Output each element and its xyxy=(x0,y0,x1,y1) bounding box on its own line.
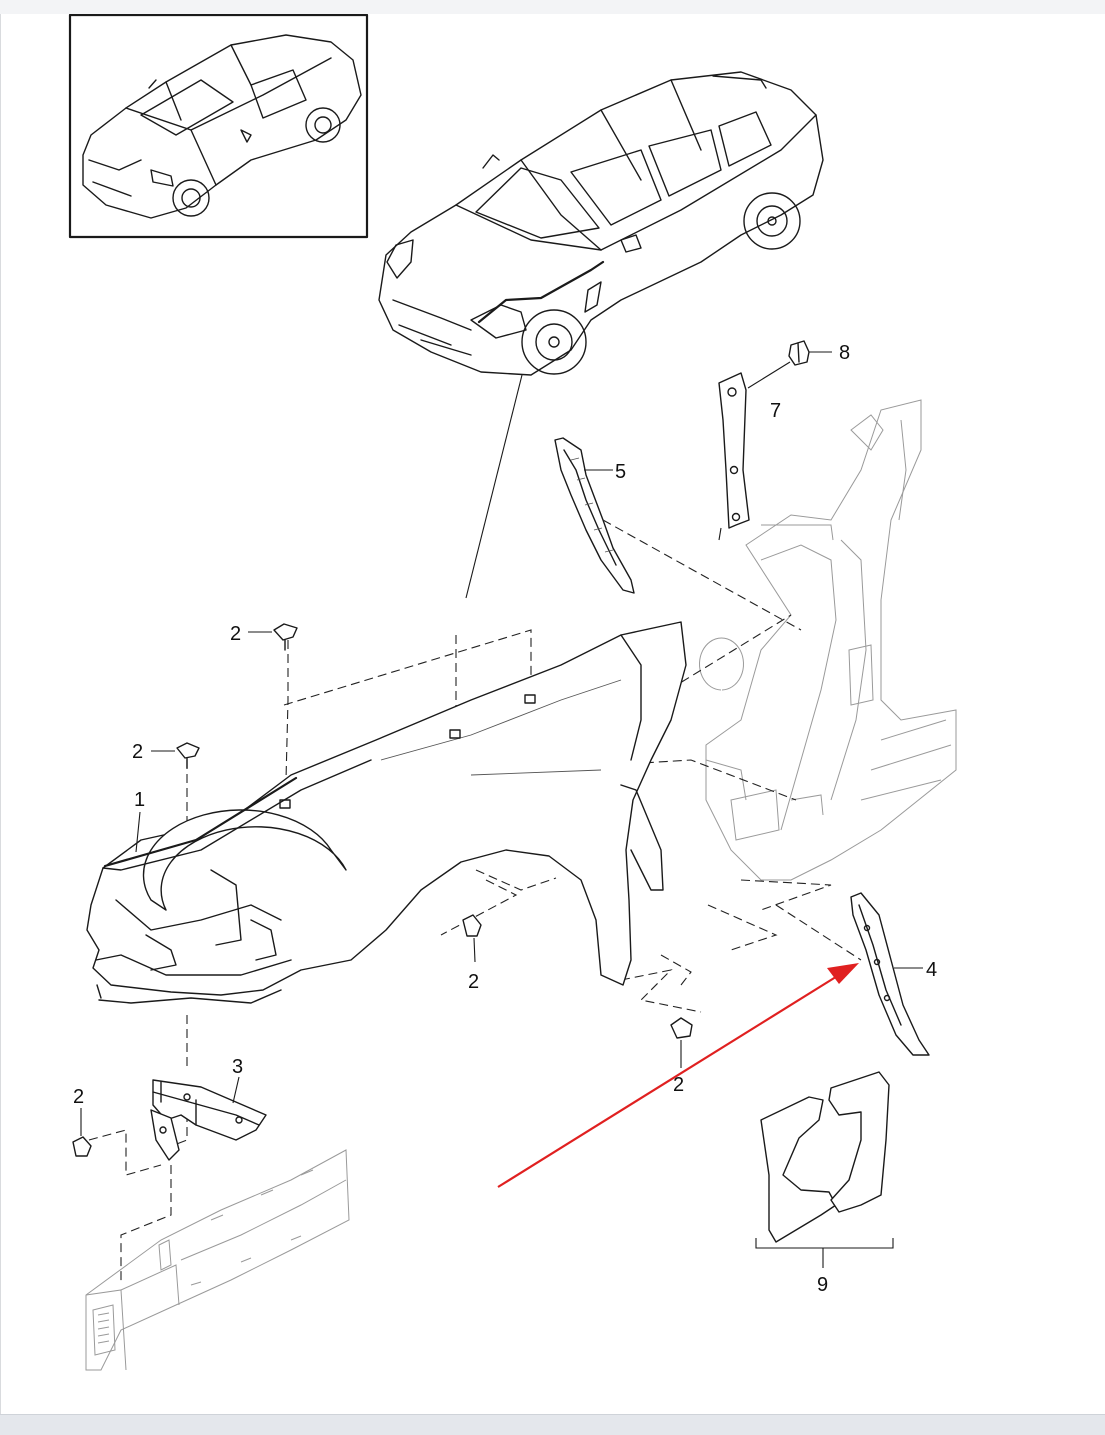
callout-2: 2 xyxy=(73,1086,84,1108)
fender-clip-hole xyxy=(279,799,291,809)
diagram-canvas: 1 2 2 2 2 2 3 4 5 7 8 9 xyxy=(0,13,1105,1414)
car-to-fender-leader xyxy=(465,374,523,599)
callout-2: 2 xyxy=(468,971,479,993)
inset-frame xyxy=(68,13,369,239)
fender-clip-hole xyxy=(449,729,461,739)
parts-diagram: 1 2 2 2 2 2 3 4 5 7 8 9 xyxy=(68,13,957,1371)
callout-3: 3 xyxy=(232,1056,243,1078)
part-2-screw-a xyxy=(248,623,298,651)
part-9-pads xyxy=(755,1071,894,1268)
callout-9: 9 xyxy=(817,1274,828,1296)
top-bar xyxy=(0,0,1105,15)
fender-clip-hole xyxy=(524,694,536,704)
bottom-bar xyxy=(0,1414,1105,1435)
callout-8: 8 xyxy=(839,342,850,364)
callout-7: 7 xyxy=(770,400,781,422)
part-5-strip xyxy=(554,437,635,594)
callout-2: 2 xyxy=(132,741,143,763)
callout-2: 2 xyxy=(673,1074,684,1096)
red-arrow xyxy=(497,963,859,1188)
part-3-bracket xyxy=(150,1076,267,1161)
inset-car-drawing xyxy=(82,34,362,219)
body-structure xyxy=(699,399,957,881)
callout-4: 4 xyxy=(926,959,937,981)
callout-1: 1 xyxy=(134,789,145,811)
part-2-screw-d xyxy=(670,1017,693,1068)
callout-5: 5 xyxy=(615,461,626,483)
car-drawing xyxy=(378,71,824,376)
part-2-screw-c xyxy=(462,914,482,963)
overview-inset xyxy=(68,13,369,239)
part-1-fender xyxy=(86,621,687,1004)
part-4-trim xyxy=(850,892,930,1056)
callout-2: 2 xyxy=(230,623,241,645)
part-2-screw-e xyxy=(72,1108,92,1157)
part-2-screw-b xyxy=(151,742,200,769)
callout-labels: 1 2 2 2 2 2 3 4 5 7 8 9 xyxy=(73,342,937,1296)
lower-frame-rail xyxy=(85,1149,350,1371)
part-7-bracket xyxy=(718,372,750,541)
part-8-clip xyxy=(747,340,832,389)
